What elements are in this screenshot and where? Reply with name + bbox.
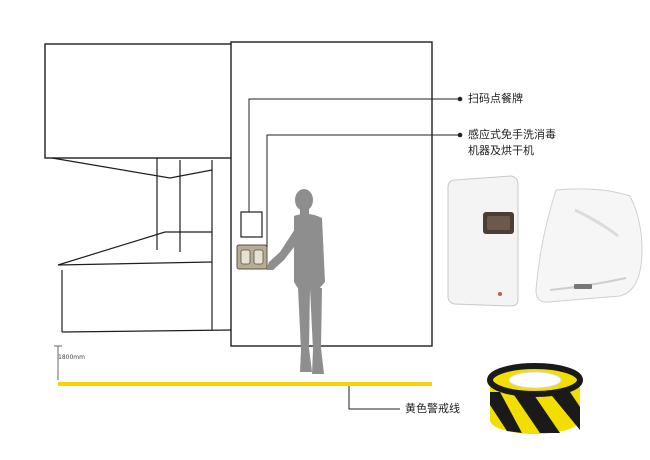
person-silhouette <box>266 189 325 374</box>
shop-wall <box>230 41 433 347</box>
sanitizer-label-line1: 感应式免手洗消毒 <box>468 128 556 141</box>
qr-code-sign <box>240 211 263 238</box>
sanitizer-label-line2: 机器及烘干机 <box>468 144 534 157</box>
leader-dots <box>457 96 463 138</box>
hand-dryer <box>535 188 643 303</box>
dimension-marker <box>54 345 62 380</box>
warning-line-label: 黄色警戒线 <box>405 402 460 415</box>
kiosk-upper-box <box>44 43 234 159</box>
sanitizer-sensor-panel <box>236 244 268 270</box>
kiosk-lower-structure <box>51 157 233 333</box>
yellow-warning-line <box>58 382 432 386</box>
sanitizer-dispenser <box>447 175 519 307</box>
leader-lines <box>248 98 460 410</box>
warning-tape-roll <box>487 363 583 434</box>
dimension-label: 1800mm <box>58 354 85 361</box>
qr-code-label: 扫码点餐牌 <box>468 92 523 105</box>
